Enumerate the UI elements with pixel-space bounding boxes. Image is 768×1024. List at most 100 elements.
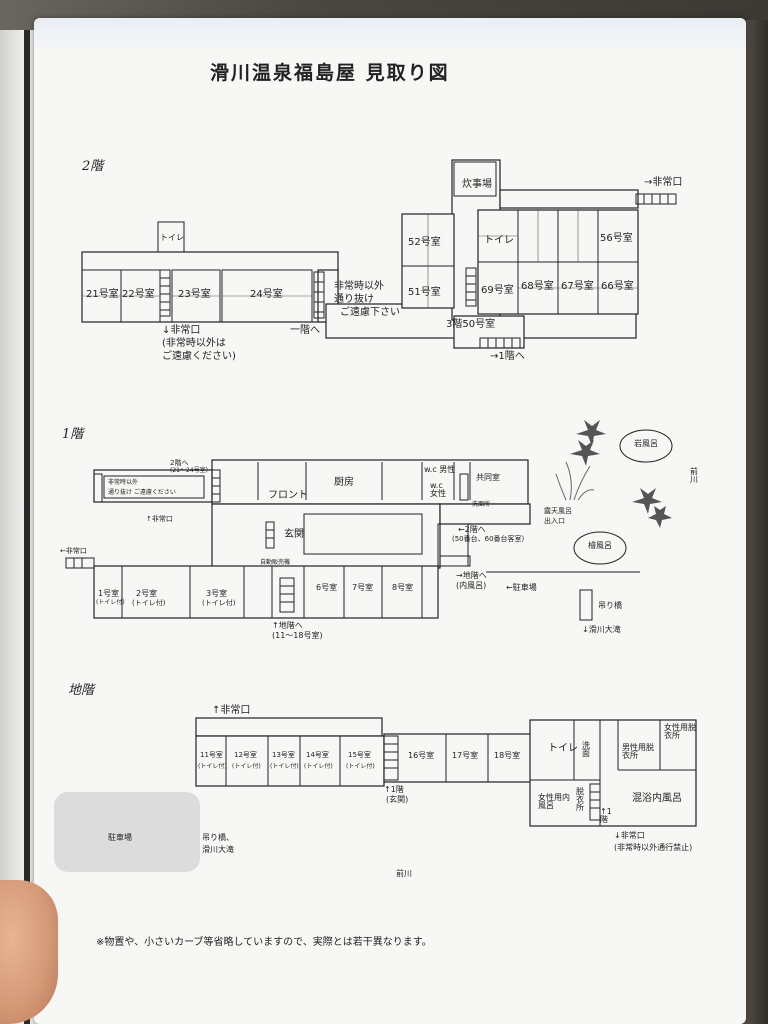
washroom-1f: 洗面所 [472, 501, 491, 508]
room-14: 14号室 [306, 751, 329, 759]
room-2-sub: (トイレ付) [132, 599, 166, 607]
room-8: 8号室 [392, 583, 414, 592]
room-13: 13号室 [272, 751, 295, 759]
to-2f-sub: (50番台、60番台客室) [452, 535, 525, 543]
room-7: 7号室 [352, 583, 374, 592]
emergency-note-2: ご遠慮ください) [162, 351, 236, 362]
to-1f-right: →1階へ [490, 351, 525, 362]
emergency-note-1: (非常時以外は [162, 338, 226, 349]
room-14-sub: (トイレ付) [304, 763, 333, 770]
room-15: 15号室 [348, 751, 371, 759]
pass-note-1: 非常時以外 [334, 281, 384, 292]
room-24: 24号室 [250, 289, 283, 300]
rotenburo-entry: 出入口 [544, 517, 565, 525]
room-66: 66号室 [601, 281, 634, 292]
room-51: 51号室 [408, 287, 441, 298]
room-12-sub: (トイレ付) [232, 763, 261, 770]
floor-1-structure [65, 420, 673, 621]
shared-room: 共同室 [476, 473, 500, 482]
toilet-b1: トイレ [548, 743, 578, 754]
room-1-sub: (トイレ付) [96, 599, 125, 606]
emergency-exit-top: →非常口 [644, 177, 683, 188]
mixed-bath: 混浴内風呂 [632, 793, 682, 804]
emergency-left-1f: ←非常口 [60, 547, 87, 555]
floor-2-structure [81, 159, 677, 349]
room-17: 17号室 [452, 751, 479, 760]
waterfall-b1: 滑川大滝 [202, 845, 234, 854]
emergency-b1-sub: (非常時以外通行禁止) [614, 843, 693, 852]
emergency-small: ↑非常口 [146, 515, 173, 523]
wash-b1: 洗面 [582, 741, 590, 758]
womens-dressing: 女性用脱衣所 [664, 723, 696, 740]
suspension-bridge: 吊り橋 [598, 601, 622, 610]
grass-decoration [555, 461, 595, 501]
binder-cover-left [0, 30, 40, 1024]
room-6: 6号室 [316, 583, 338, 592]
entrance: 玄関 [284, 529, 304, 540]
floor-2-label: 2階 [82, 159, 104, 174]
rock-bath: 岩風呂 [634, 439, 658, 448]
parking-area [54, 792, 200, 872]
pass-note-3: ご遠慮下さい [340, 307, 400, 318]
room-52: 52号室 [408, 237, 441, 248]
room-15-sub: (トイレ付) [346, 763, 375, 770]
to-basement-bath-sub: (内風呂) [456, 581, 487, 590]
room-69: 69号室 [481, 285, 514, 296]
room-13-sub: (トイレ付) [270, 763, 299, 770]
room-11-sub: (トイレ付) [198, 763, 227, 770]
rotenburo: 露天風呂 [544, 507, 572, 515]
pass-note-2: 通り抜け [334, 294, 374, 305]
basement-structure [195, 717, 697, 827]
room-1: 1号室 [98, 589, 120, 598]
kitchen-1f: 厨房 [334, 477, 354, 488]
room-11: 11号室 [200, 751, 223, 759]
vending-machine: 自動販売機 [260, 559, 291, 566]
room-12: 12号室 [234, 751, 257, 759]
room-2: 2号室 [136, 589, 158, 598]
to-2f-top: 2階へ [170, 459, 189, 467]
room-67: 67号室 [561, 281, 594, 292]
emergency-b1: ↓非常口 [614, 831, 645, 840]
basement-stair-sub: (11〜18号室) [272, 631, 323, 640]
to-1f-b1-sub: (玄関) [386, 795, 409, 804]
room-22: 22号室 [122, 289, 155, 300]
waterfall-1f: ↓滑川大滝 [582, 625, 621, 634]
thumb [0, 880, 58, 1024]
dressing-b1: 脱衣所 [576, 787, 584, 812]
cedar-bath: 檜風呂 [588, 541, 612, 550]
room-3-sub: (トイレ付) [202, 599, 236, 607]
page-title: 滑川温泉福島屋 見取り図 [210, 62, 450, 84]
floor-1-label: 1階 [62, 427, 84, 442]
to-2f: ←2階へ [458, 525, 486, 534]
room-18: 18号室 [494, 751, 521, 760]
room-68: 68号室 [521, 281, 554, 292]
to-basement-bath: →地階へ [456, 571, 487, 580]
mens-dressing: 男性用脱衣所 [622, 743, 654, 760]
footnote: ※物置や、小さいカーブ等省略していますので、実際とは若干異なります。 [96, 937, 432, 948]
toilet-2f-a: トイレ [160, 233, 184, 242]
river-1f: 前川 [690, 467, 698, 484]
emergency-top-b1: ↑非常口 [212, 705, 251, 716]
toilet-2f-b: トイレ [484, 235, 514, 246]
womens-bath: 女性用内風呂 [538, 793, 570, 810]
parking-label: 駐車場 [108, 833, 132, 842]
no-pass-1f-2: 通り抜け ご遠慮ください [108, 489, 176, 496]
to-1f-left: 一階へ [290, 325, 320, 336]
emergency-exit-left: ↓非常口 [162, 325, 201, 336]
room-21: 21号室 [86, 289, 119, 300]
room-56: 56号室 [600, 233, 633, 244]
room-50: 3階50号室 [446, 319, 496, 330]
suspension-b1: 吊り橋、 [202, 833, 234, 842]
front-desk: フロント [268, 490, 308, 501]
room-23: 23号室 [178, 289, 211, 300]
sheet-protector-edge [34, 18, 746, 48]
no-pass-1f: 非常時以外 [108, 479, 139, 486]
room-3: 3号室 [206, 589, 228, 598]
wc-women: w.c 女性 [430, 481, 446, 498]
room-16: 16号室 [408, 751, 435, 760]
to-1f-b1: ↑1階 [384, 785, 404, 794]
to-2f-top-sub: (21〜24号室) [170, 467, 208, 474]
river-b1: 前川 [396, 869, 412, 878]
wc-men: w.c 男性 [424, 465, 456, 474]
